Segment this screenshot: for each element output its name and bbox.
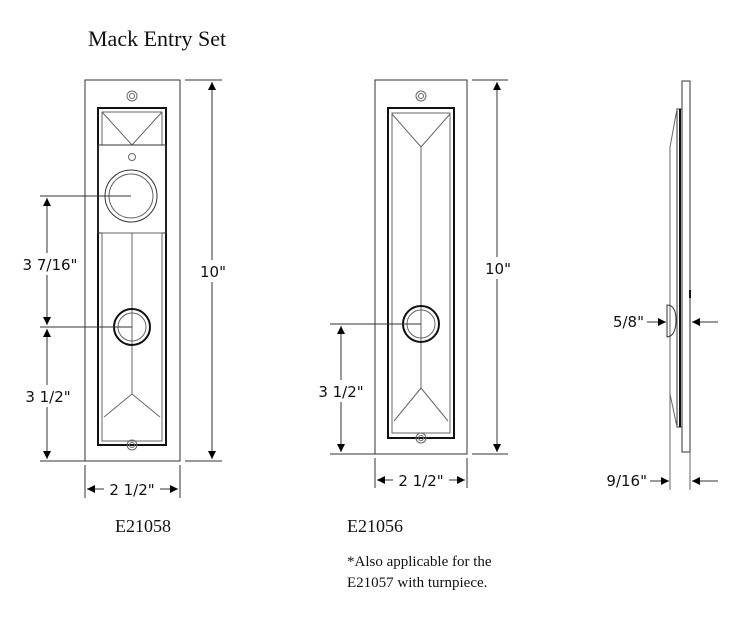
lower-spacing-label: 3 1/2"	[318, 383, 363, 401]
note-line-1: *Also applicable for the	[347, 554, 492, 570]
inner-recess	[387, 107, 455, 439]
outer-plate	[374, 79, 468, 455]
thickness-label: 9/16"	[606, 472, 647, 490]
e21056-front-view: 10" 3 1/2" 2 1/2" E21056 *Also applicabl…	[315, 79, 515, 591]
lower-spacing-label: 3 1/2"	[25, 388, 70, 406]
bottom-screw-icon	[126, 439, 138, 451]
height-label: 10"	[485, 260, 511, 278]
page-title: Mack Entry Set	[88, 26, 226, 51]
top-screw-icon	[415, 90, 427, 102]
side-profile-view: 5/8" 9/16"	[606, 80, 718, 490]
width-label: 2 1/2"	[398, 472, 443, 490]
model-label-e21056: E21056	[347, 516, 403, 536]
bottom-screw-icon	[415, 432, 427, 444]
width-label: 2 1/2"	[109, 481, 154, 499]
inner-recess	[97, 107, 167, 446]
projection-label: 5/8"	[613, 313, 644, 331]
model-label-e21058: E21058	[115, 516, 171, 536]
cylinder-profile	[666, 304, 677, 338]
e21058-front-view: 10" 3 7/16" 3 1/2" 2 1/2" E21058	[18, 79, 230, 536]
back-plate	[681, 80, 691, 453]
upper-spacing-label: 3 7/16"	[23, 256, 78, 274]
note-line-2: E21057 with turnpiece.	[347, 575, 487, 591]
top-screw-icon	[126, 90, 138, 102]
height-label: 10"	[200, 263, 226, 281]
outer-plate	[84, 79, 181, 462]
